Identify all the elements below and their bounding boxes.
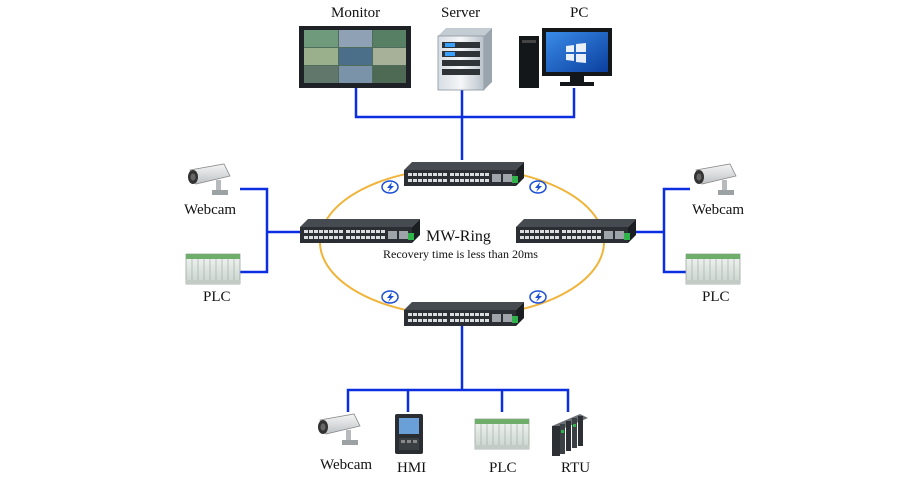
label-webcam-left: Webcam — [184, 202, 237, 218]
label-plc-right: PLC — [702, 289, 730, 305]
label-hmi: HMI — [397, 460, 427, 476]
switch-right — [516, 219, 636, 243]
lightning-icon — [529, 180, 547, 194]
monitor-icon — [299, 26, 411, 88]
label-plc-bottom: PLC — [489, 460, 517, 476]
label-server: Server — [441, 5, 481, 21]
webcam-left-icon — [187, 163, 231, 196]
pc-icon — [519, 28, 612, 88]
switch-bottom — [404, 302, 524, 326]
switch-left — [300, 219, 420, 243]
label-webcam-bottom: Webcam — [320, 457, 373, 473]
bottom-bus-line — [346, 388, 570, 412]
server-icon — [437, 28, 492, 91]
left-bus-line — [240, 187, 269, 274]
label-pc: PC — [570, 5, 589, 21]
right-bus-line — [662, 187, 690, 274]
lightning-icon — [381, 290, 399, 304]
label-rtu: RTU — [561, 460, 591, 476]
plc-bottom-icon — [474, 418, 530, 450]
webcam-right-icon — [693, 163, 737, 196]
plc-right-icon — [685, 253, 741, 285]
switch-top — [404, 162, 524, 186]
hmi-icon — [395, 414, 423, 454]
top-bus-line — [354, 88, 576, 119]
lightning-icon — [381, 180, 399, 194]
rtu-icon — [552, 414, 588, 456]
label-monitor: Monitor — [331, 5, 381, 21]
lightning-icon — [529, 290, 547, 304]
label-plc-left: PLC — [203, 289, 231, 305]
ring-subtitle: Recovery time is less than 20ms — [383, 247, 538, 261]
ring-title: MW-Ring — [426, 228, 491, 245]
label-webcam-right: Webcam — [692, 202, 745, 218]
plc-left-icon — [185, 253, 241, 285]
webcam-bottom-icon — [317, 413, 361, 446]
